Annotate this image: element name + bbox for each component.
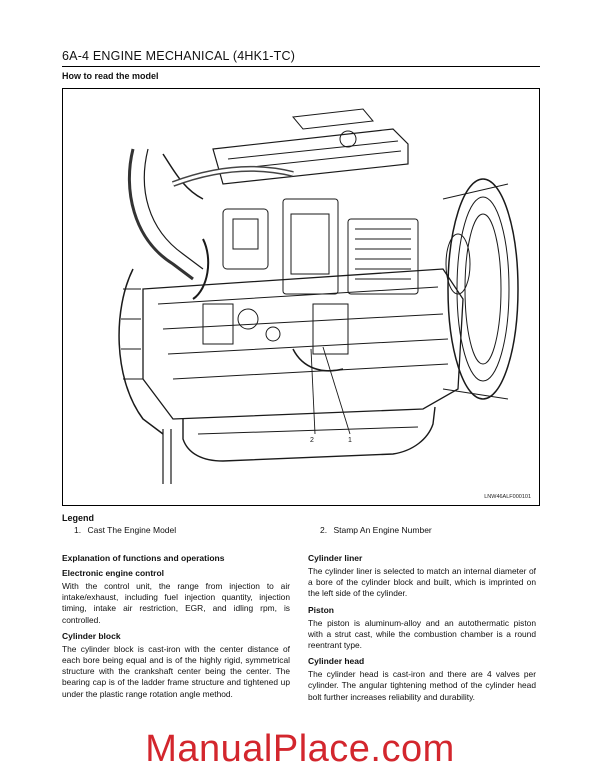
engine-figure: 2 1 LNW46ALF000101 — [62, 88, 540, 506]
figure-code: LNW46ALF000101 — [484, 494, 531, 500]
legend-item-number: 2. — [320, 525, 328, 535]
legend-item: 2. Stamp An Engine Number — [320, 525, 432, 535]
section-heading: Electronic engine control — [62, 568, 165, 578]
callout-2: 2 — [310, 437, 314, 444]
section-body: The piston is aluminum-alloy and an auto… — [308, 617, 536, 651]
section-heading: Cylinder liner — [308, 553, 363, 563]
section-body: The cylinder liner is selected to match … — [308, 566, 536, 599]
legend-title: Legend — [62, 513, 95, 523]
section-title: How to read the model — [62, 71, 159, 81]
watermark: ManualPlace.com — [145, 728, 455, 770]
section-heading: Cylinder head — [308, 656, 365, 667]
section-body: The cylinder block is cast-iron with the… — [62, 643, 290, 699]
section-body: The cylinder head is cast-iron and there… — [308, 669, 536, 702]
section-body: With the control unit, the range from in… — [62, 581, 290, 625]
legend-item-text: Stamp An Engine Number — [333, 525, 432, 535]
page-header: 6A-4 ENGINE MECHANICAL (4HK1-TC) — [62, 48, 540, 64]
callout-1: 1 — [348, 437, 352, 444]
left-column: Explanation of functions and operations … — [62, 553, 290, 705]
section-heading: Piston — [308, 604, 334, 615]
header-rule — [62, 66, 540, 67]
right-column: Cylinder liner The cylinder liner is sel… — [308, 553, 536, 708]
section-heading: Cylinder block — [62, 630, 121, 641]
legend-item-number: 1. — [74, 525, 82, 535]
legend-item: 1. Cast The Engine Model — [74, 525, 176, 535]
page-title: 6A-4 ENGINE MECHANICAL (4HK1-TC) — [62, 49, 296, 63]
engine-line-drawing — [118, 108, 519, 484]
column-heading: Explanation of functions and operations — [62, 553, 225, 563]
legend-item-text: Cast The Engine Model — [87, 525, 177, 535]
